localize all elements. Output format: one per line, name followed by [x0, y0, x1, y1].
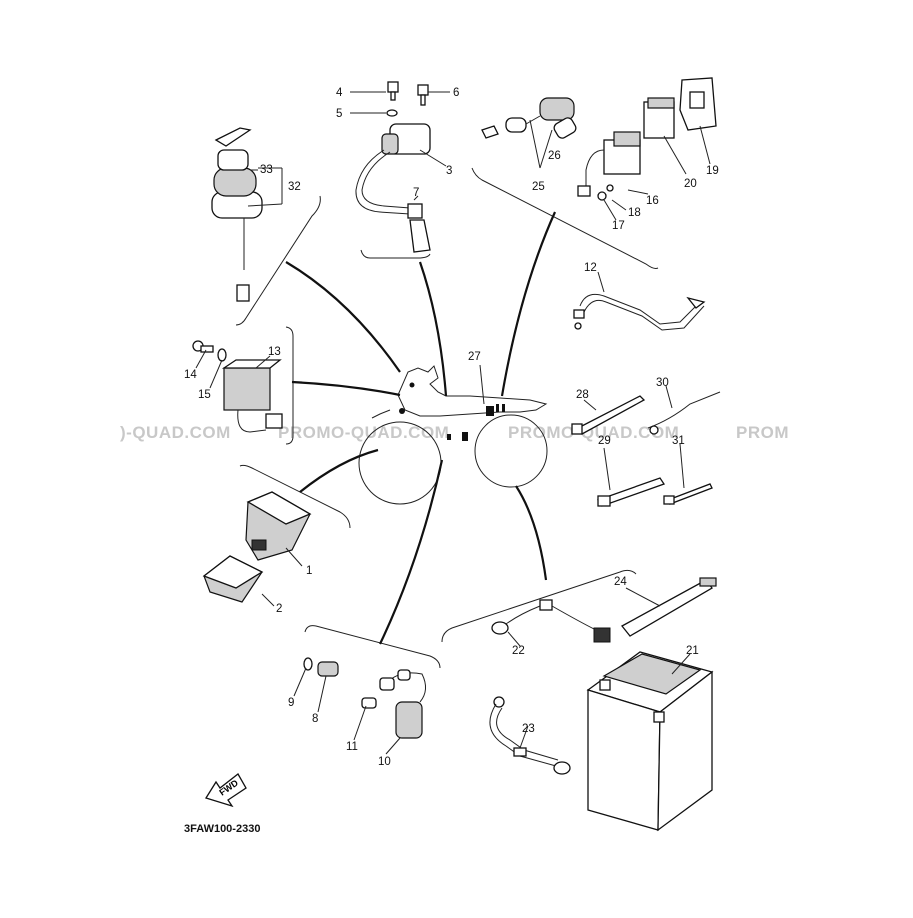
neutral-switch [303, 657, 426, 739]
diagram-code: 3FAW100-2330 [184, 823, 260, 835]
callout-8: 8 [312, 713, 318, 725]
ignition-coil [355, 81, 431, 253]
detail-circle-right [474, 414, 548, 488]
callout-7: 7 [413, 187, 419, 199]
watermark: )-QUAD.COM PROMO-QUAD.COM PROMO-QUAD.COM… [120, 423, 789, 442]
callout-31: 31 [672, 435, 685, 447]
group-brackets [235, 167, 659, 669]
callout-13: 13 [268, 346, 281, 358]
cable-ties [571, 391, 721, 507]
callout-4: 4 [336, 87, 343, 99]
callout-3: 3 [446, 165, 452, 177]
callout-30: 30 [656, 377, 669, 389]
callout-23: 23 [522, 723, 535, 735]
callout-15: 15 [198, 389, 211, 401]
callout-6: 6 [453, 87, 459, 99]
watermark-text-1: )-QUAD.COM [120, 423, 231, 442]
wire-lead [573, 293, 706, 331]
callout-14: 14 [184, 369, 197, 381]
watermark-text-3: PROMO-QUAD.COM [508, 423, 679, 442]
cdi-unit [202, 491, 312, 603]
leader-lines [195, 91, 711, 755]
callout-9: 9 [288, 697, 294, 709]
main-switch [211, 127, 263, 302]
callout-20: 20 [684, 178, 697, 190]
callout-10: 10 [378, 756, 391, 768]
callout-19: 19 [706, 165, 719, 177]
connecting-wires [285, 211, 557, 645]
callout-18: 18 [628, 207, 641, 219]
starter-relay [577, 131, 641, 201]
callout-16: 16 [646, 195, 659, 207]
callout-12: 12 [584, 262, 597, 274]
callout-28: 28 [576, 389, 589, 401]
callout-17: 17 [612, 220, 625, 232]
callout-32: 32 [288, 181, 301, 193]
watermark-text-2: PROMO-QUAD.COM [278, 423, 449, 442]
callout-22: 22 [512, 645, 525, 657]
callout-33: 33 [260, 164, 273, 176]
callout-2: 2 [276, 603, 282, 615]
sensor-cluster [481, 97, 577, 139]
battery [586, 651, 714, 832]
callout-21: 21 [686, 645, 699, 657]
callout-5: 5 [336, 108, 342, 120]
battery-band [621, 577, 717, 637]
rectifier-regulator [192, 340, 283, 433]
fwd-arrow: FWD [205, 773, 247, 808]
callout-25: 25 [532, 181, 545, 193]
callout-26: 26 [548, 150, 561, 162]
watermark-text-4: PROM [736, 423, 789, 442]
callout-24: 24 [614, 576, 627, 588]
callout-11: 11 [346, 741, 358, 753]
battery-leads [489, 599, 611, 775]
relay-units [643, 77, 717, 139]
callout-29: 29 [598, 435, 611, 447]
callout-27: 27 [468, 351, 481, 363]
callout-numbers: 4 5 6 3 7 33 32 25 26 16 18 17 20 19 12 … [184, 87, 719, 768]
callout-1: 1 [306, 565, 312, 577]
